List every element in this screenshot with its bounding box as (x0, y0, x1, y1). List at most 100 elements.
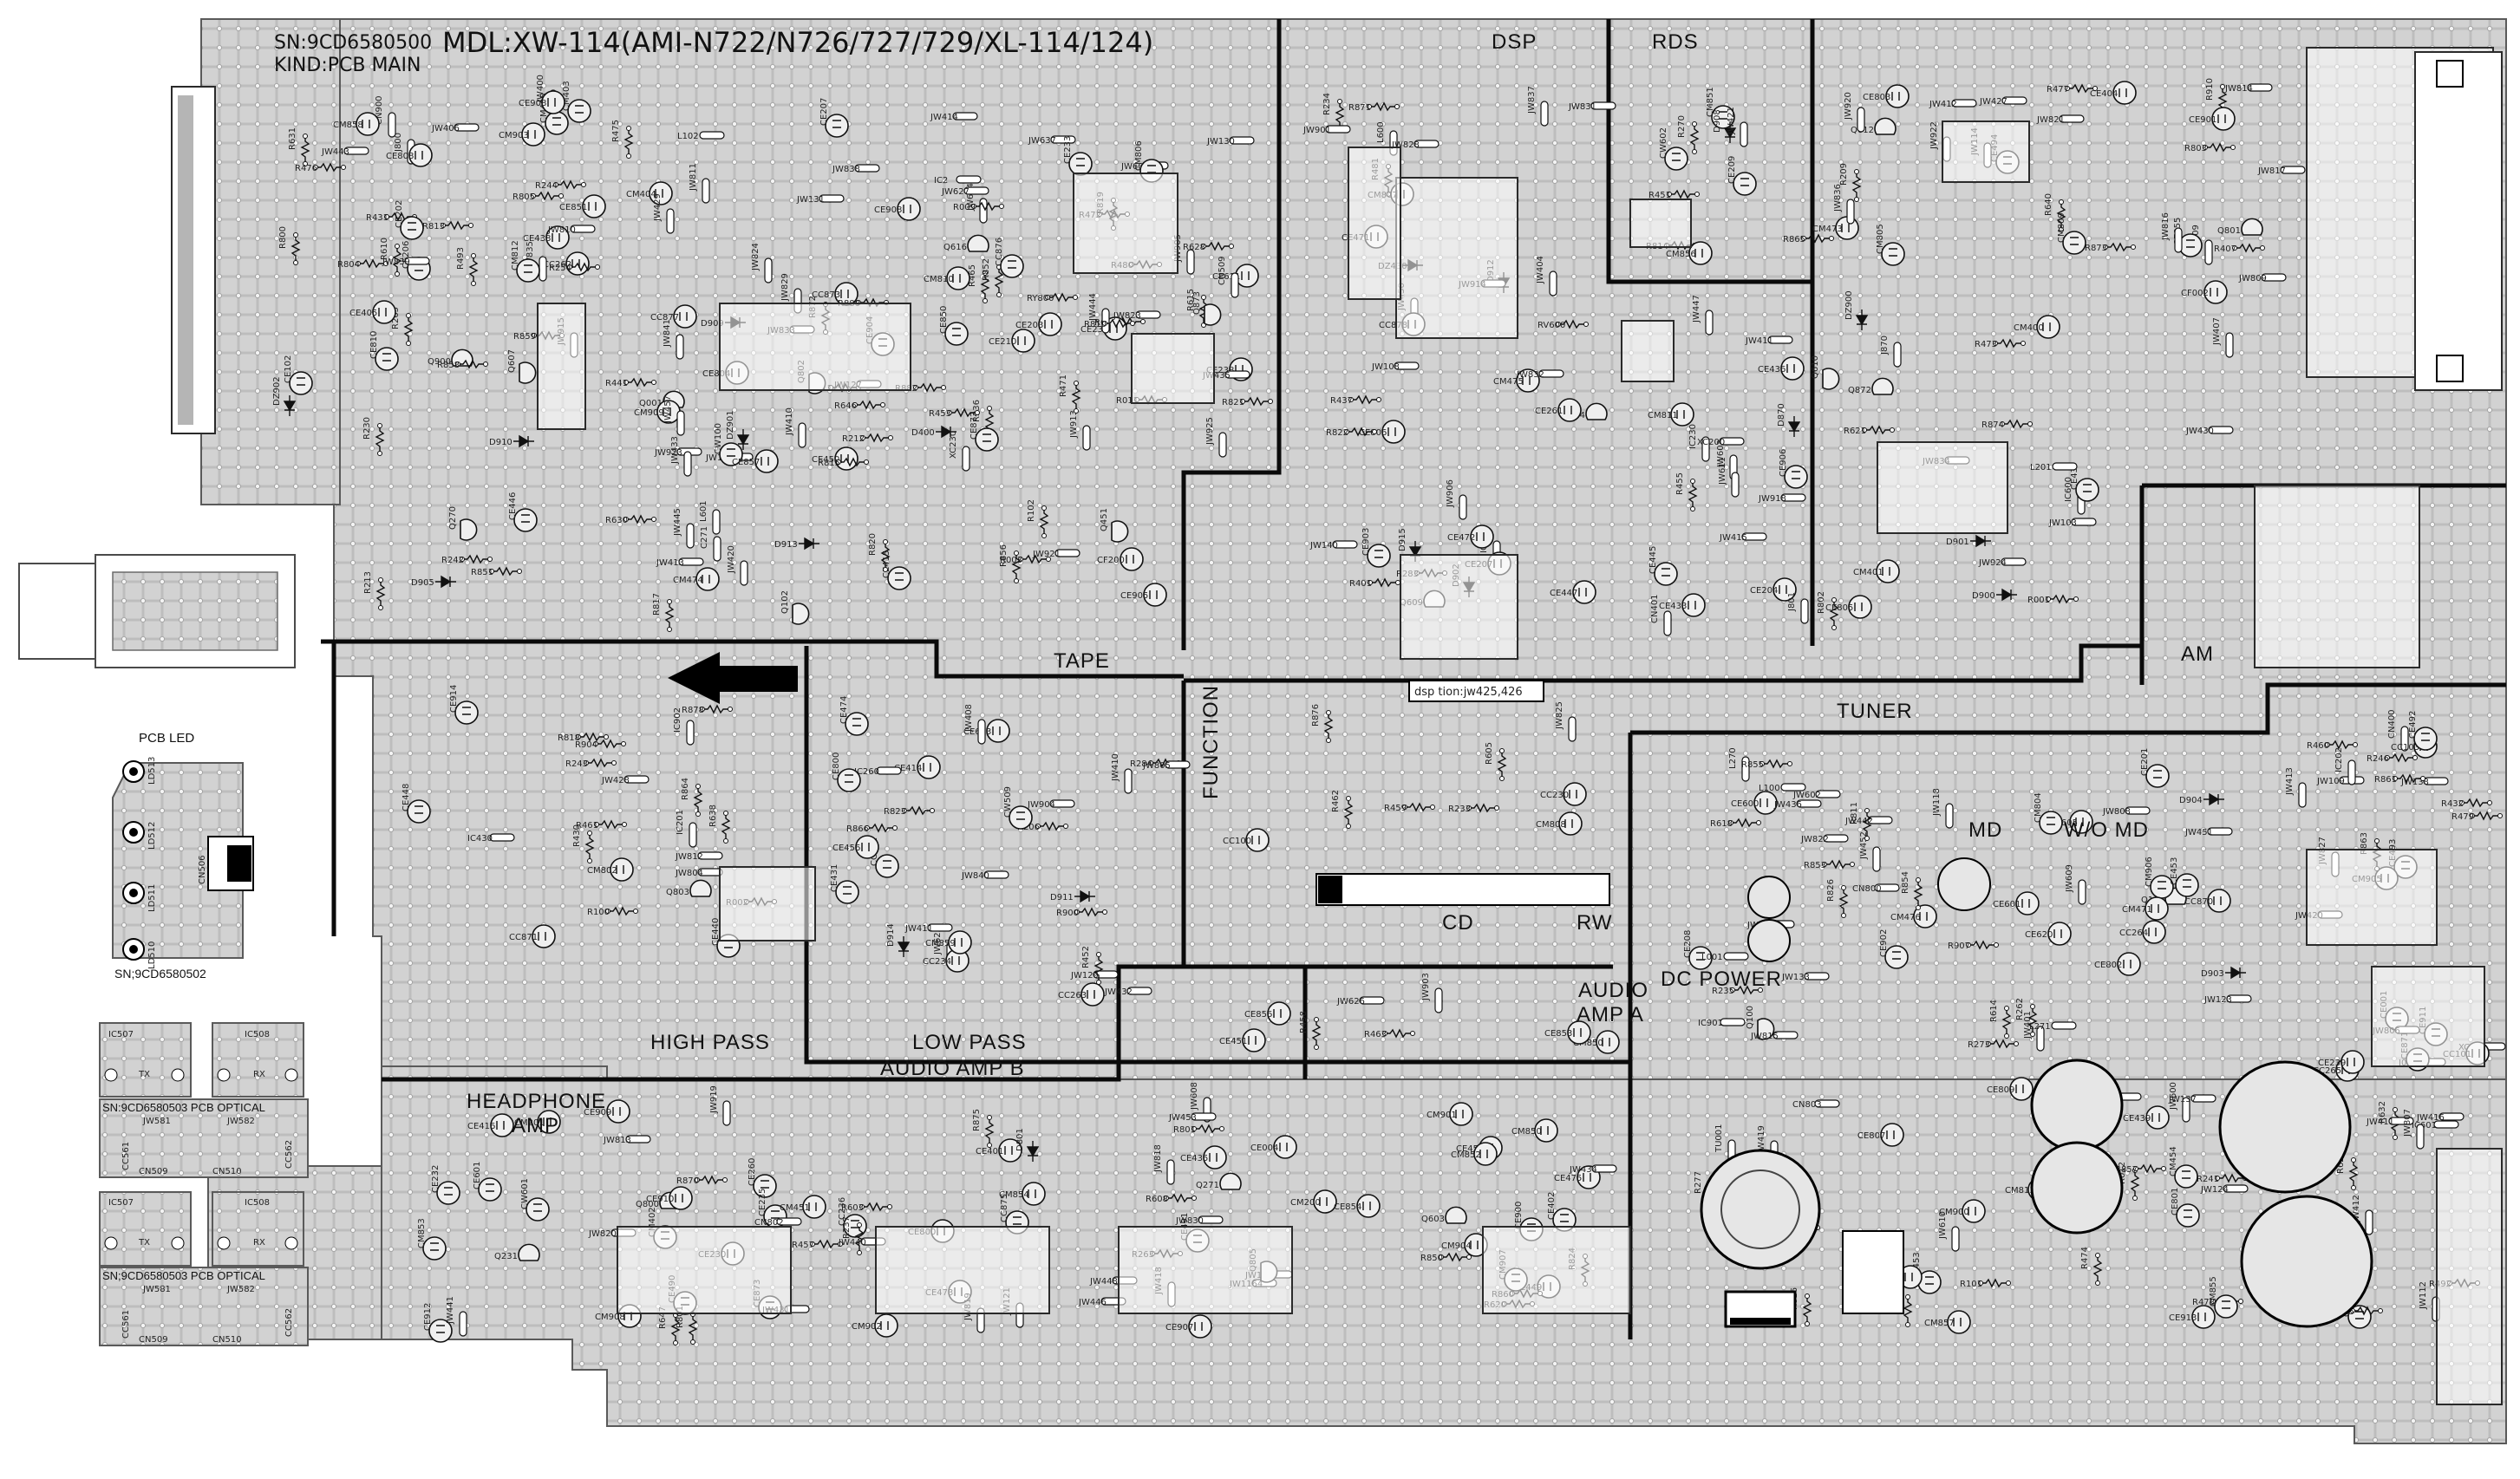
jumper-glyph (1767, 336, 1793, 344)
pcb-led-board: PCB LED LD513 LD512 LD511 LD510 CN506 SN… (112, 731, 254, 981)
capacitor-glyph (606, 1099, 630, 1124)
svg-text:SN:9CD6580503 PCB OPTICAL: SN:9CD6580503 PCB OPTICAL (102, 1101, 265, 1114)
component-ref-label: JW441 (446, 1296, 455, 1325)
component-ref-label: JW817 (2257, 166, 2286, 176)
resistor-glyph (567, 262, 600, 272)
component-layer: JW600JW601JW602JW603JW604JW605JW611CN400… (272, 75, 2506, 1345)
component-ref-label: CM404 (626, 190, 656, 199)
resistor-glyph (623, 126, 634, 159)
section-md: MD (1968, 818, 2002, 842)
ic-left-col (537, 303, 586, 430)
component-ref-label: R647 (658, 1306, 668, 1329)
component-ref-label: CE800 (832, 753, 841, 780)
left-tab (200, 18, 341, 505)
component-ref-label: Q616 (943, 243, 967, 252)
component-ref-label: R458 (1299, 1011, 1309, 1033)
component-ref-label: R859 (513, 332, 536, 342)
component-ref-label: JW137 (2168, 1095, 2197, 1104)
component-ref-label: JW411 (1745, 336, 1773, 346)
component-ref-label: CE909 (584, 1108, 611, 1117)
component-ref-label: JW410 (1111, 753, 1120, 782)
resistor-glyph (1838, 885, 1849, 918)
component-ref-label: R235 (1712, 987, 1734, 996)
capacitor-glyph (2062, 231, 2086, 255)
jumper-glyph (2225, 332, 2234, 358)
component-ref-label: Q271 (1196, 1181, 1219, 1190)
transistor-glyph (792, 603, 810, 625)
ic851 (875, 1226, 1050, 1314)
component-ref-label: R852 (982, 258, 991, 281)
component-ref-label: R804 (337, 260, 360, 270)
resistor-glyph (1903, 1294, 1913, 1327)
component-ref-label: CW100 (714, 423, 723, 454)
component-ref-label: CM853 (417, 1218, 427, 1248)
capacitor-glyph (2117, 952, 2141, 976)
component-ref-label: JW140 (1309, 541, 1338, 551)
component-ref-label: R610 (380, 238, 389, 260)
component-ref-label: R244 (535, 181, 558, 191)
capacitor-glyph (478, 1177, 502, 1202)
component-ref-label: JW605 (1120, 162, 1149, 172)
jumper-glyph (1413, 140, 1440, 148)
resistor-glyph (913, 382, 946, 393)
component-ref-label: R242 (441, 556, 464, 565)
component-ref-label: CM403 (562, 81, 571, 111)
jumper-glyph (2207, 827, 2233, 836)
jumper-glyph (2388, 1117, 2414, 1125)
component-ref-label: JW816 (2161, 212, 2171, 241)
diode-glyph (435, 575, 456, 589)
capacitor-glyph (855, 835, 879, 859)
component-ref-label: JW440 (838, 1238, 866, 1248)
capacitor-glyph (2413, 726, 2438, 751)
cd-rw-slot (1315, 873, 1610, 906)
section-headphone-amp-1: HEADPHONE (467, 1090, 606, 1113)
component-ref-label: CW509 (1003, 786, 1013, 818)
resistor-glyph (1801, 233, 1834, 244)
component-ref-label: R273 (1968, 1040, 1990, 1050)
component-ref-label: CE433 (1659, 602, 1687, 611)
jumper-glyph (1198, 1215, 1224, 1224)
capacitor-glyph (1711, 105, 1735, 129)
component-ref-label: R265 (391, 307, 401, 329)
component-ref-label: JW451 (2184, 828, 2213, 837)
ic601 (1073, 173, 1178, 274)
component-ref-label: JW124 (2200, 1185, 2229, 1195)
capacitor-glyph (695, 567, 720, 591)
component-ref-label: JW416 (2416, 1113, 2445, 1123)
resistor-glyph (695, 1175, 728, 1185)
component-ref-label: CE431 (830, 864, 839, 892)
component-ref-label: CE872 (969, 412, 979, 440)
resistor-glyph (1667, 189, 1700, 199)
section-function: FUNCTION (1199, 685, 1223, 799)
diode-glyph (1787, 416, 1801, 437)
j800 (2436, 1148, 2503, 1405)
capacitor-glyph (917, 755, 941, 779)
component-ref-label: JW609 (2065, 864, 2074, 893)
component-ref-label: R817 (652, 593, 662, 616)
component-ref-label: D910 (489, 438, 512, 447)
component-ref-label: R646 (834, 401, 857, 411)
jumper-glyph (956, 175, 982, 184)
resistor-glyph (623, 514, 656, 524)
component-ref-label: CC263 (1058, 991, 1087, 1000)
capacitor-glyph (948, 930, 972, 955)
component-ref-label: R813 (422, 222, 445, 231)
component-ref-label: R608 (1146, 1195, 1168, 1204)
resistor-glyph (392, 244, 402, 277)
capacitor-glyph (1898, 1265, 1923, 1289)
jumper-glyph (1741, 756, 1750, 782)
component-ref-label: CM850 (1511, 1127, 1542, 1137)
capacitor-glyph (490, 1113, 514, 1137)
component-ref-label: R407 (2214, 244, 2236, 254)
component-ref-label: CE809 (1987, 1085, 2014, 1095)
capacitor-glyph (946, 266, 970, 290)
jumper-glyph (2438, 1112, 2465, 1121)
jumper-glyph (2001, 96, 2027, 105)
component-ref-label: JW823 (1113, 311, 1141, 321)
component-ref-label: JW840 (961, 871, 989, 881)
capacitor-glyph (521, 122, 545, 147)
component-ref-label: CC265 (2313, 1066, 2341, 1076)
component-ref-label: R605 (1485, 742, 1494, 765)
svg-text:CC562: CC562 (284, 1140, 294, 1169)
